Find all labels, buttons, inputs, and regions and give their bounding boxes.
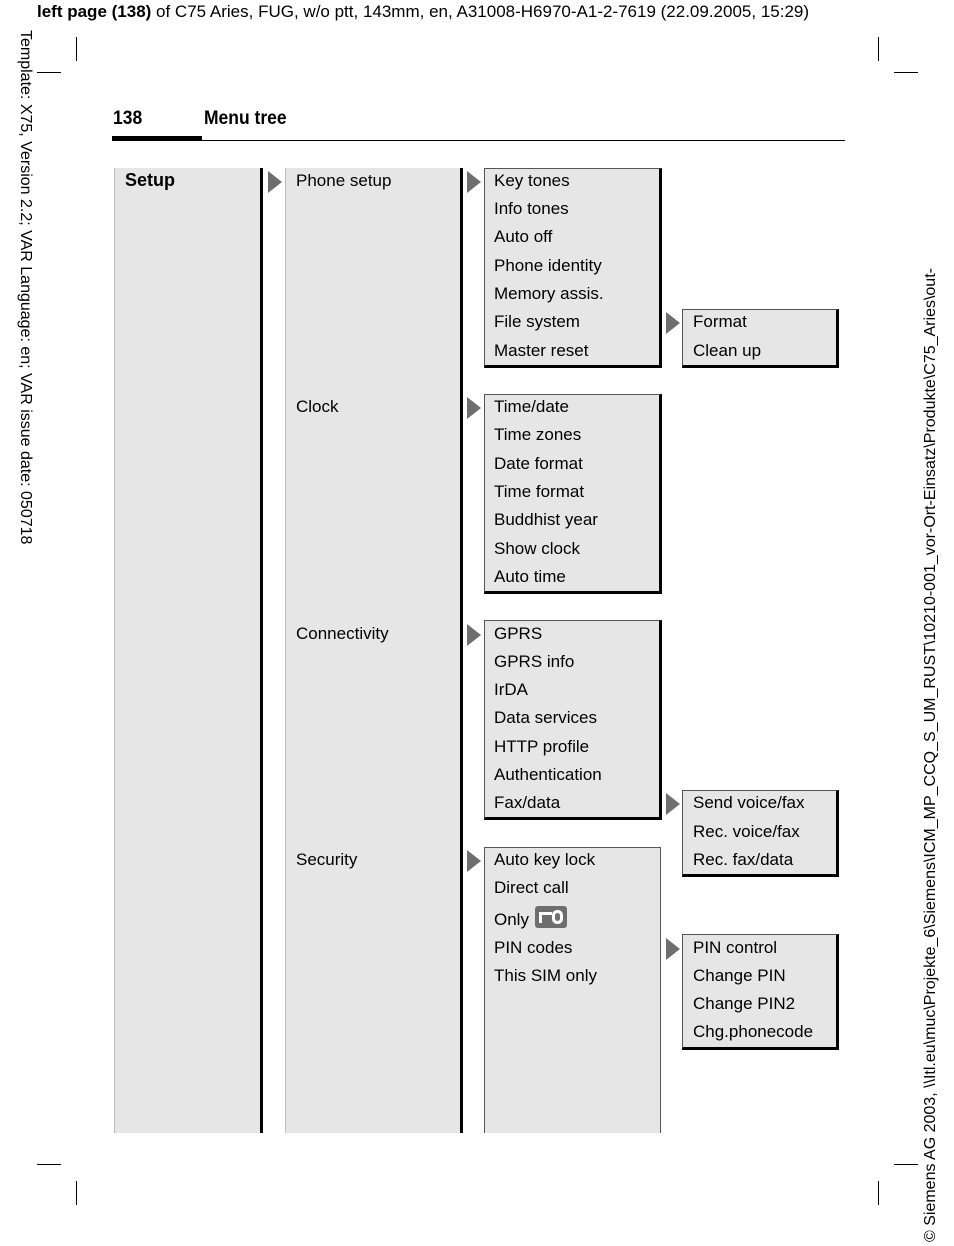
item-key-tones[interactable]: Key tones — [494, 171, 570, 190]
heading-rule-thick — [112, 136, 202, 141]
page-number: 138 — [113, 108, 143, 129]
menu-phone-setup[interactable]: Phone setup — [296, 171, 392, 190]
item-pin-control[interactable]: PIN control — [693, 938, 778, 957]
item-gprs[interactable]: GPRS — [494, 624, 543, 643]
item-show-clock[interactable]: Show clock — [494, 539, 580, 558]
item-time-date[interactable]: Time/date — [494, 397, 569, 416]
item-this-sim-only[interactable]: This SIM only — [494, 966, 597, 985]
root-column-rule — [260, 168, 263, 1133]
item-data-services[interactable]: Data services — [494, 708, 597, 727]
item-only[interactable]: Only — [494, 906, 567, 930]
crop-mark — [76, 1181, 77, 1205]
arrow-icon — [268, 171, 282, 193]
item-time-zones[interactable]: Time zones — [494, 425, 582, 444]
item-auto-key-lock[interactable]: Auto key lock — [494, 850, 596, 869]
item-memory-assis[interactable]: Memory assis. — [494, 284, 604, 303]
item-auto-off[interactable]: Auto off — [494, 227, 553, 246]
item-time-format[interactable]: Time format — [494, 482, 585, 501]
item-fax-data[interactable]: Fax/data — [494, 793, 561, 812]
item-only-label: Only — [494, 910, 529, 929]
menu-clock[interactable]: Clock — [296, 397, 339, 416]
heading-rule — [112, 140, 845, 141]
item-irda[interactable]: IrDA — [494, 680, 528, 699]
root-column — [114, 168, 263, 1133]
item-date-format[interactable]: Date format — [494, 454, 583, 473]
arrow-icon — [666, 938, 680, 960]
item-auto-time[interactable]: Auto time — [494, 567, 566, 586]
item-format[interactable]: Format — [693, 312, 747, 331]
file-path: © Siemens AG 2003, \\Itl.eu\muc\Projekte… — [922, 268, 939, 1242]
item-clean-up[interactable]: Clean up — [693, 341, 762, 360]
root-label: Setup — [125, 170, 176, 190]
item-change-pin[interactable]: Change PIN — [693, 966, 786, 985]
header-details: of C75 Aries, FUG, w/o ptt, 143mm, en, A… — [151, 2, 810, 21]
menu-security[interactable]: Security — [296, 850, 358, 869]
header-page-ref: left page (138) — [37, 2, 152, 21]
crop-mark — [878, 37, 879, 61]
pin-codes-box — [682, 934, 839, 1050]
page-title: Menu tree — [204, 108, 287, 129]
submenu-column-rule — [460, 168, 463, 1133]
item-authentication[interactable]: Authentication — [494, 765, 602, 784]
crop-mark — [37, 72, 61, 73]
item-phone-identity[interactable]: Phone identity — [494, 256, 602, 275]
arrow-icon — [467, 171, 481, 193]
item-chg-phonecode[interactable]: Chg.phonecode — [693, 1022, 814, 1041]
item-rec-fax-data[interactable]: Rec. fax/data — [693, 850, 794, 869]
item-buddhist-year[interactable]: Buddhist year — [494, 510, 598, 529]
item-send-voice-fax[interactable]: Send voice/fax — [693, 793, 805, 812]
crop-mark — [37, 1164, 61, 1165]
submenu-column — [285, 168, 462, 1133]
key-icon — [534, 906, 567, 928]
document-header: left page (138) of C75 Aries, FUG, w/o p… — [37, 2, 809, 22]
phone-setup-box — [484, 168, 662, 368]
template-info: Template: X75, Version 2.2; VAR Language… — [17, 30, 34, 545]
crop-mark — [894, 1164, 918, 1165]
crop-mark — [894, 72, 918, 73]
connectivity-box — [484, 620, 662, 820]
menu-connectivity[interactable]: Connectivity — [296, 624, 389, 643]
item-info-tones[interactable]: Info tones — [494, 199, 569, 218]
item-file-system[interactable]: File system — [494, 312, 580, 331]
item-rec-voice-fax[interactable]: Rec. voice/fax — [693, 822, 800, 841]
fax-data-box — [682, 790, 839, 877]
item-direct-call[interactable]: Direct call — [494, 878, 569, 897]
item-pin-codes[interactable]: PIN codes — [494, 938, 573, 957]
file-system-box — [682, 309, 839, 368]
crop-mark — [878, 1181, 879, 1205]
item-gprs-info[interactable]: GPRS info — [494, 652, 575, 671]
crop-mark — [76, 37, 77, 61]
item-http-profile[interactable]: HTTP profile — [494, 737, 590, 756]
arrow-icon — [467, 397, 481, 419]
arrow-icon — [666, 312, 680, 334]
item-master-reset[interactable]: Master reset — [494, 341, 589, 360]
clock-box — [484, 394, 662, 594]
item-change-pin2[interactable]: Change PIN2 — [693, 994, 796, 1013]
security-box — [484, 847, 661, 1133]
arrow-icon — [666, 793, 680, 815]
arrow-icon — [467, 624, 481, 646]
arrow-icon — [467, 850, 481, 872]
